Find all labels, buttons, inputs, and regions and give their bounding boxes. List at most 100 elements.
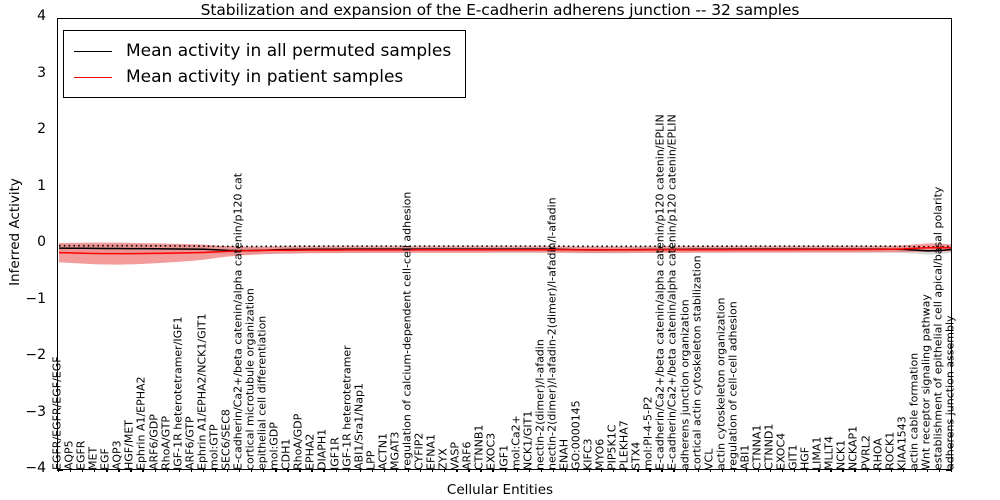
x-tick-mark xyxy=(395,468,398,472)
x-tick-mark xyxy=(601,468,603,472)
x-tick-mark xyxy=(239,468,241,472)
x-tick-mark xyxy=(806,468,808,472)
x-tick-mark xyxy=(118,468,120,472)
x-tick-mark xyxy=(757,468,760,472)
x-tick-label: Wnt receptor signaling pathway xyxy=(919,294,933,470)
x-tick-label: AQP5 xyxy=(62,440,76,470)
x-tick-label: cortical microtubule organization xyxy=(243,288,257,470)
x-tick-label: E-cadherin/Ca2+/beta catenin/alpha caten… xyxy=(231,172,245,470)
x-tick-label: nectin-2(dimer)/l-afadin-2(dimer)/l-afad… xyxy=(545,197,559,470)
x-tick-mark xyxy=(649,468,651,472)
y-tick-label: 3 xyxy=(37,64,46,81)
x-tick-mark xyxy=(383,468,386,472)
x-tick-label: MGAT3 xyxy=(388,431,402,470)
x-tick-label: EXOC4 xyxy=(774,432,788,470)
x-tick-label: EFNA1 xyxy=(424,433,438,470)
x-tick-label: mol:GTP xyxy=(207,424,221,470)
x-tick-label: KIFC3 xyxy=(581,438,595,470)
x-tick-mark xyxy=(552,468,555,472)
y-tick-mark xyxy=(946,470,952,472)
x-tick-mark xyxy=(359,468,361,472)
x-tick-mark xyxy=(347,468,349,472)
x-tick-label: PIP5K1C xyxy=(605,424,619,470)
x-tick-mark xyxy=(938,468,941,472)
x-tick-label: MLLT4 xyxy=(822,436,836,470)
x-tick-label: CTNNA1 xyxy=(750,424,764,470)
x-tick-label: ROCK1 xyxy=(883,431,897,470)
legend-label-permuted: Mean activity in all permuted samples xyxy=(126,41,452,61)
x-tick-mark xyxy=(190,468,193,472)
series-line xyxy=(59,244,951,248)
x-tick-label: IGF1 xyxy=(497,444,510,470)
x-tick-label: CTNNB1 xyxy=(472,424,486,470)
x-tick-mark xyxy=(830,468,832,472)
x-tick-label: nectin-2(dimer)/l-afadin xyxy=(533,339,547,470)
x-tick-label: E-cadherin/Ca2+/beta catenin/alpha caten… xyxy=(653,114,667,470)
x-tick-label: EPHA2 xyxy=(303,433,317,470)
x-tick-label: GO:0000145 xyxy=(569,400,583,470)
x-tick-mark xyxy=(58,468,60,472)
x-tick-label: ACTN1 xyxy=(376,433,390,470)
y-tick-label: −2 xyxy=(25,347,46,363)
x-tick-mark xyxy=(444,468,446,472)
x-tick-label: HGF xyxy=(798,446,812,470)
x-tick-mark xyxy=(709,468,711,472)
x-tick-label: IGF-1R heterotetramer xyxy=(340,345,354,470)
x-tick-label: PVRL2 xyxy=(859,435,873,470)
x-tick-mark xyxy=(890,468,892,472)
x-tick-label: EGFR/EGFR/EGF/EGF xyxy=(50,356,64,470)
x-tick-label: adherens junction assembly xyxy=(943,315,957,470)
x-tick-mark xyxy=(697,468,699,472)
x-tick-mark xyxy=(902,468,905,472)
patient-samples-std-band xyxy=(59,242,951,265)
x-tick-mark xyxy=(576,468,579,472)
x-tick-mark xyxy=(854,468,856,472)
x-tick-label: RhoA/GTP xyxy=(159,415,173,470)
x-tick-label: ARF6 xyxy=(460,441,474,471)
x-tick-mark xyxy=(407,468,410,472)
x-tick-mark xyxy=(721,468,723,472)
y-tick-label: −1 xyxy=(25,290,46,307)
x-tick-mark xyxy=(516,468,518,472)
x-tick-label: MYO6 xyxy=(593,438,607,470)
x-tick-label: cortical actin cytoskeleton stabilizatio… xyxy=(690,255,704,470)
x-tick-mark xyxy=(94,468,96,472)
x-tick-label: E-cadherin/Ca2+/beta catenin/alpha caten… xyxy=(665,114,679,470)
plot-svg xyxy=(58,242,951,265)
x-tick-mark xyxy=(214,468,217,472)
x-tick-mark xyxy=(226,468,229,472)
x-tick-label: EGFR xyxy=(74,440,88,470)
y-tick-label: 0 xyxy=(37,234,46,250)
x-tick-mark xyxy=(588,468,591,472)
x-tick-label: mol:Ca2+ xyxy=(509,415,523,470)
x-tick-label: HGF/MET xyxy=(122,420,136,470)
x-tick-mark xyxy=(299,468,301,472)
x-tick-label: PLEKHA7 xyxy=(617,420,631,470)
x-tick-mark xyxy=(287,468,289,472)
x-tick-mark xyxy=(456,468,458,472)
x-tick-label: actin cytoskeleton organization xyxy=(714,297,728,470)
x-tick-label: RHOA xyxy=(871,438,885,470)
x-tick-label: NCK1/GIT1 xyxy=(521,410,535,470)
y-tick-label: 4 xyxy=(37,8,46,24)
x-tick-mark xyxy=(420,468,422,472)
x-tick-label: regulation of calcium-dependent cell-cel… xyxy=(400,191,414,470)
y-tick-label: 1 xyxy=(37,177,46,194)
x-tick-mark xyxy=(154,468,156,472)
x-tick-mark xyxy=(564,468,567,472)
x-tick-mark xyxy=(251,468,253,472)
x-tick-label: CDH1 xyxy=(279,438,293,470)
x-tick-label: actin cable formation xyxy=(907,352,921,470)
x-tick-label: EXOC3 xyxy=(484,432,498,470)
legend-line-swatch-black xyxy=(74,50,112,52)
x-tick-mark xyxy=(130,468,132,472)
y-tick-mark xyxy=(57,470,63,472)
x-tick-mark xyxy=(528,468,530,472)
x-tick-label: CTNND1 xyxy=(762,423,776,470)
x-tick-mark xyxy=(202,468,205,472)
page-title: Stabilization and expansion of the E-cad… xyxy=(200,1,800,19)
x-tick-mark xyxy=(492,468,494,472)
x-tick-label: mol:GDP xyxy=(267,422,281,470)
x-tick-label: LPP xyxy=(364,450,378,470)
legend: Mean activity in all permuted samples Me… xyxy=(63,30,467,98)
